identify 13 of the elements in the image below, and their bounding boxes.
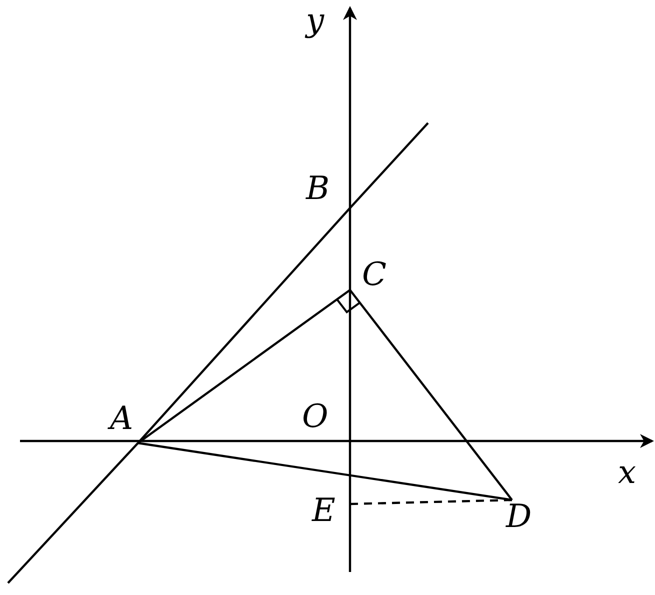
origin-label: O <box>302 400 328 432</box>
line-segment <box>138 442 512 502</box>
line-segment <box>137 289 351 444</box>
dashed-segment <box>350 498 512 506</box>
point-label: B <box>306 172 330 204</box>
axis-label: y <box>306 4 324 36</box>
line-segment <box>349 289 513 501</box>
point-label: D <box>506 500 532 532</box>
point-label: E <box>312 494 336 526</box>
point-label: A <box>110 402 134 434</box>
point-label: C <box>362 258 386 290</box>
axis-label: x <box>618 456 636 488</box>
line-segment <box>137 207 351 444</box>
